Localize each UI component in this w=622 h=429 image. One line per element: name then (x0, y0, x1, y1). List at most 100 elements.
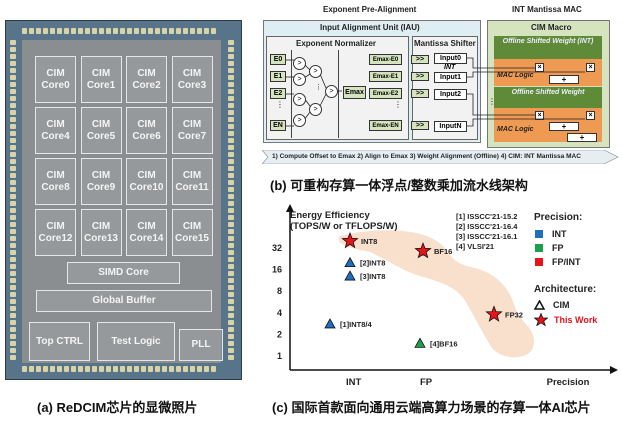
bond-pad (10, 355, 16, 360)
bond-pad (10, 327, 16, 332)
bond-pad (29, 28, 34, 34)
bond-pad (10, 180, 16, 185)
iau-title: Input Alignment Unit (IAU) (320, 23, 420, 32)
bond-pad (113, 366, 118, 372)
bond-pad (10, 54, 16, 59)
reference-item: [1] ISSCC'21-15.2 (456, 212, 518, 221)
bond-pad (10, 306, 16, 311)
fp-int-color-swatch (535, 258, 543, 266)
bond-pad (22, 28, 27, 34)
bond-pad (134, 366, 139, 372)
bond-pad (228, 180, 234, 185)
core-label: CIM (91, 169, 111, 181)
bond-pad (127, 366, 132, 372)
adder: + (549, 122, 579, 131)
bond-pad (228, 306, 234, 311)
bond-pad (29, 366, 34, 372)
bond-pad (57, 366, 62, 372)
comparator: > (293, 57, 306, 70)
bond-pad (10, 348, 16, 353)
y-tick-label: 32 (272, 243, 282, 253)
comparator: > (309, 65, 322, 78)
core-label: Core7 (177, 130, 207, 142)
bond-pad (43, 366, 48, 372)
cim-macro-title: CIM Macro (531, 23, 572, 32)
core-label: CIM (182, 67, 202, 79)
core-label: Core9 (86, 181, 116, 193)
core-label: CIM (137, 118, 156, 130)
comparator: > (293, 73, 306, 86)
input-wires (467, 57, 585, 127)
bond-pad (228, 187, 234, 192)
bond-pad (169, 28, 174, 34)
core-label: CIM (182, 118, 202, 130)
bond-pad (10, 222, 16, 227)
bond-pad (183, 28, 188, 34)
bond-pad (92, 28, 97, 34)
bond-pad (22, 366, 27, 372)
bond-pad (228, 201, 234, 206)
y-tick-label: 16 (272, 265, 282, 275)
mac-logic-1 (494, 59, 602, 86)
adder: + (549, 75, 579, 84)
bond-pad (228, 334, 234, 339)
mac-logic-label: MAC Logic (497, 72, 534, 79)
core-label: Core5 (86, 130, 116, 142)
core-label: CIM (91, 118, 111, 130)
reference-item: [2] ISSCC'21-16.4 (456, 222, 518, 231)
multiplier: × (535, 111, 544, 120)
bond-pad (10, 110, 16, 115)
bond-pad (141, 28, 146, 34)
bond-pad (78, 366, 83, 372)
adder: + (567, 133, 597, 142)
bond-pad (228, 194, 234, 199)
exponent-en: EN (270, 120, 286, 131)
core-label: Core2 (132, 79, 161, 91)
core-label: CIM (46, 118, 65, 130)
core-label: CIM (182, 220, 202, 232)
shift-box: >> (411, 72, 429, 81)
star-marker (341, 231, 359, 249)
exponent-e0: E0 (270, 54, 286, 65)
y-tick-label: 2 (277, 329, 282, 339)
y-axis-label-line: (TOPS/W or TFLOPS/W) (290, 221, 398, 232)
shift-box: >> (411, 89, 429, 98)
core-label: CIM (137, 67, 156, 79)
test-logic-block: Test Logic (97, 322, 175, 361)
offset-e1: Emax-E1 (369, 71, 402, 82)
bond-pad (64, 366, 69, 372)
core-label: CIM (46, 67, 65, 79)
bond-pad (10, 68, 16, 73)
x-tick-label: FP (420, 377, 433, 388)
bond-pad (10, 229, 16, 234)
bond-pad (228, 96, 234, 101)
pad-col-right (228, 40, 234, 360)
core-label: CIM (46, 169, 65, 181)
bond-pad (10, 117, 16, 122)
point-label: BF16 (434, 247, 452, 256)
bond-pad (155, 28, 160, 34)
bond-pad (10, 250, 16, 255)
bond-pad (127, 28, 132, 34)
bond-pad (228, 166, 234, 171)
star-marker (414, 241, 432, 259)
bond-pad (10, 138, 16, 143)
bond-pad (78, 28, 83, 34)
bond-pad (176, 366, 181, 372)
triangle-marker (324, 318, 336, 329)
bond-pad (71, 366, 76, 372)
bond-pad (10, 292, 16, 297)
caption-c: (c) 国际首款面向通用云端高算力场景的存算一体AI芯片 (272, 400, 591, 415)
bond-pad (10, 236, 16, 241)
bond-pad (228, 229, 234, 234)
multiplier: × (586, 111, 595, 120)
bond-pad (228, 124, 234, 129)
bond-pad (228, 236, 234, 241)
bond-pad (10, 124, 16, 129)
